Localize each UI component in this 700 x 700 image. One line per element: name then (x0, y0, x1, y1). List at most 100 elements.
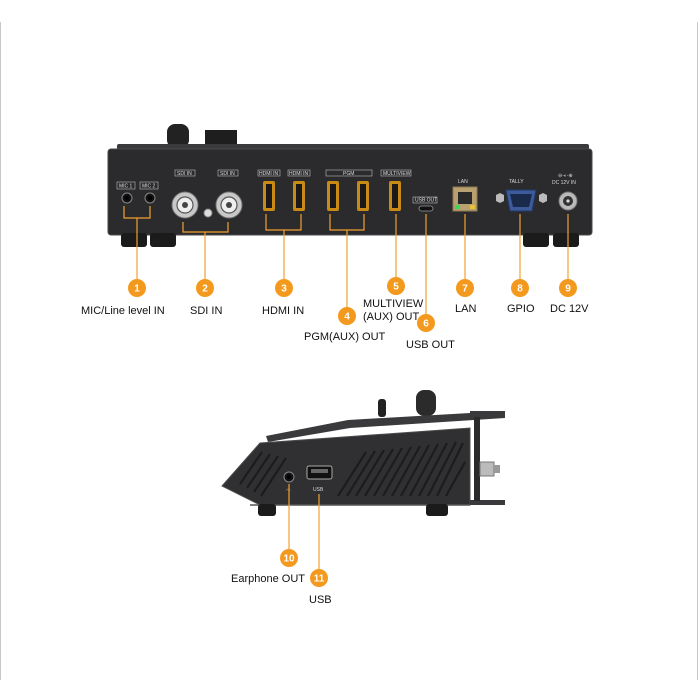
foot (258, 504, 276, 516)
callout-badge-number: 1 (134, 284, 140, 295)
panel-label: TALLY (509, 179, 524, 185)
side-bnc-connector (479, 461, 500, 477)
usb-a-port (306, 465, 333, 480)
dc-power-jack (558, 191, 578, 211)
top-knob (167, 124, 189, 148)
callout-badge-circle (456, 279, 474, 297)
callout-badge-6: 6 (417, 314, 435, 332)
foot (553, 233, 579, 247)
mic-jack (144, 192, 156, 204)
callout-badge-number: 3 (281, 284, 287, 295)
callout-label-sdi: SDI IN (190, 305, 223, 317)
callout-badge-9: 9 (559, 279, 577, 297)
callout-badge-10: 10 (280, 549, 298, 567)
hdmi-in-port (293, 181, 305, 211)
callout-badge-circle (559, 279, 577, 297)
callout-badge-2: 2 (196, 279, 214, 297)
callout-badge-number: 2 (202, 284, 208, 295)
callout-badge-7: 7 (456, 279, 474, 297)
panel-label: USB (313, 487, 324, 493)
top-tab (205, 130, 237, 146)
callout-badge-4: 4 (338, 307, 356, 325)
side-stub (378, 399, 386, 417)
pgm-hdmi-port (327, 181, 339, 211)
callout-label-pgm: PGM(AUX) OUT (304, 331, 386, 343)
callout-badge-number: 8 (517, 284, 523, 295)
lan-jack (452, 186, 478, 212)
callout-badge-number: 5 (393, 282, 399, 293)
callout-lines (123, 206, 569, 316)
callout-label-gpio: GPIO (507, 303, 535, 315)
foot (426, 504, 448, 516)
callout-badge-number: 11 (314, 574, 325, 585)
callout-label-multiview: MULTIVIEW (AUX) OUT (363, 298, 424, 323)
side-view-device: ◠ USB (221, 390, 505, 516)
callout-badge-circle (196, 279, 214, 297)
callout-badge-circle (417, 314, 435, 332)
callout-badge-number: 10 (283, 554, 295, 565)
callout-badge-number: 7 (462, 284, 468, 295)
side-chassis (221, 427, 471, 506)
callout-label-hdmi-in: HDMI IN (262, 305, 305, 317)
foot (150, 233, 176, 247)
callout-label-usb: USB (309, 594, 332, 606)
panel-label: PGM (343, 171, 354, 177)
callout-badge-number: 4 (344, 312, 350, 323)
callout-badge-circle (338, 307, 356, 325)
hex-screw (496, 193, 504, 203)
callout-badge-number: 6 (423, 319, 429, 330)
image-frame (0, 22, 698, 680)
foot (523, 233, 549, 247)
earphone-jack (283, 471, 295, 483)
callout-badge-5: 5 (387, 277, 405, 295)
side-rear-plate (470, 411, 505, 417)
panel-label: MIC 2 (142, 184, 156, 190)
panel-label: USB OUT (415, 198, 437, 204)
callout-badge-circle (387, 277, 405, 295)
callout-badge-11: 11 (310, 569, 328, 587)
sdi-bnc-connector (171, 191, 199, 219)
callout-badge-circle (280, 549, 298, 567)
hex-screw (539, 193, 547, 203)
callout-badge-3: 3 (275, 279, 293, 297)
panel-label: SDI IN (177, 171, 192, 177)
callout-badges: 1 2 3 4 5 6 7 8 9 10 11 (128, 277, 577, 587)
side-rear-edge (474, 417, 480, 501)
sdi-bnc-connector (215, 191, 243, 219)
screw (203, 208, 213, 218)
callout-label-dc: DC 12V (550, 303, 589, 315)
callout-badge-circle (310, 569, 328, 587)
side-top-plate (266, 411, 505, 442)
side-knob (416, 390, 436, 416)
callout-badge-circle (511, 279, 529, 297)
callout-badge-circle (275, 279, 293, 297)
pgm-hdmi-port (357, 181, 369, 211)
hdmi-in-port (263, 181, 275, 211)
panel-label: SDI IN (220, 171, 235, 177)
callout-label-lan: LAN (455, 303, 477, 315)
panel-label: HDMI IN (289, 171, 309, 177)
callout-lines-side (288, 484, 320, 570)
side-rear-plate (470, 500, 505, 505)
panel-label: MIC 1 (119, 184, 133, 190)
panel-label: DC 12V IN (552, 180, 576, 186)
callout-label-usb-out: USB OUT (406, 339, 455, 351)
panel-label: HDMI IN (259, 171, 279, 177)
mic-jack (121, 192, 133, 204)
usb-c-port (418, 205, 434, 212)
multiview-hdmi-port (389, 181, 401, 211)
panel-label: LAN (458, 179, 468, 185)
callout-badge-circle (128, 279, 146, 297)
callout-badge-number: 9 (565, 284, 571, 295)
callout-badge-1: 1 (128, 279, 146, 297)
callout-label-mic: MIC/Line level IN (81, 305, 165, 317)
callout-label-earphone: Earphone OUT (231, 573, 305, 585)
foot (121, 233, 147, 247)
callout-badge-8: 8 (511, 279, 529, 297)
panel-label: MULTIVIEW (383, 171, 411, 177)
rear-view-device: MIC 1 MIC 2 SDI IN SDI IN HDMI IN HDMI I… (107, 124, 593, 247)
dc-polarity-symbol: ⊖-◐-⊕ (558, 173, 573, 179)
gpio-port (505, 189, 537, 212)
vent-grille (239, 441, 466, 497)
